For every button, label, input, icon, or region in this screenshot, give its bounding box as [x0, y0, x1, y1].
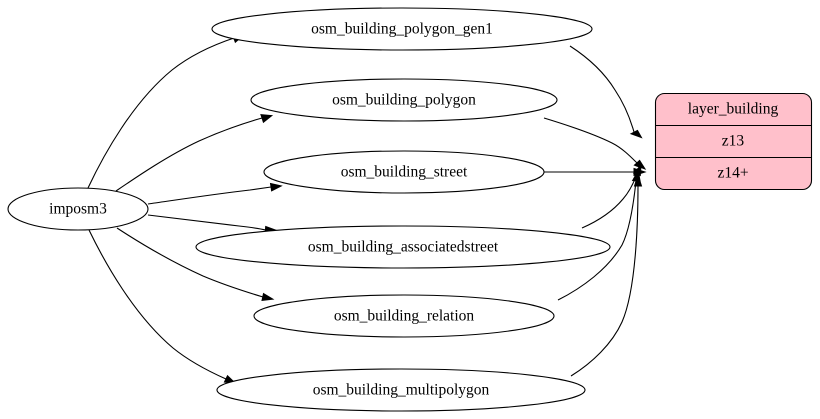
edge-imposm3-to-osm_building_polygon_gen1 — [87, 34, 245, 189]
node-osm_building_multipolygon-shape[interactable] — [216, 368, 586, 412]
node-osm_building_associatedstreet-label: osm_building_associatedstreet — [308, 239, 499, 256]
node-osm_building_polygon-shape[interactable] — [250, 78, 558, 122]
node-osm_building_polygon_gen1-label: osm_building_polygon_gen1 — [311, 21, 493, 38]
node-osm_building_street[interactable]: osm_building_street — [263, 150, 545, 194]
node-osm_building_relation-label: osm_building_relation — [334, 308, 475, 325]
node-osm_building_polygon_gen1[interactable]: osm_building_polygon_gen1 — [211, 7, 593, 51]
node-osm_building_associatedstreet-shape[interactable] — [195, 225, 611, 269]
node-layer_building-shape[interactable] — [654, 92, 813, 191]
edge-imposm3-to-osm_building_polygon — [115, 114, 274, 192]
edge-osm_building_multipolygon-to-zoom-z14plus — [570, 173, 643, 377]
edge-group-tables-to-layer — [539, 45, 647, 377]
edge-imposm3-to-osm_building_associatedstreet — [147, 214, 278, 235]
node-osm_building_polygon[interactable]: osm_building_polygon — [250, 78, 558, 122]
node-imposm3-shape[interactable] — [7, 187, 149, 231]
node-osm_building_associatedstreet[interactable]: osm_building_associatedstreet — [195, 225, 611, 269]
node-osm_building_relation[interactable]: osm_building_relation — [253, 294, 555, 338]
node-osm_building_relation-shape[interactable] — [253, 294, 555, 338]
edge-osm_building_street-to-zoom-z14plus — [539, 167, 647, 177]
edge-osm_building_polygon_gen1-to-zoom-z13 — [569, 45, 643, 139]
node-osm_building_multipolygon[interactable]: osm_building_multipolygon — [216, 368, 586, 412]
edge-imposm3-to-osm_building_street — [147, 182, 283, 205]
node-osm_building_polygon-label: osm_building_polygon — [332, 92, 476, 109]
edge-imposm3-to-osm_building_relation — [116, 227, 275, 301]
edge-osm_building_associatedstreet-to-zoom-z14plus — [581, 163, 642, 229]
node-osm_building_polygon_gen1-shape[interactable] — [211, 7, 593, 51]
zoom-z14plus-label: z14+ — [717, 165, 748, 182]
node-imposm3[interactable]: imposm3 — [7, 187, 149, 231]
node-layer_building[interactable]: layer_building z13 z14+ — [654, 92, 813, 191]
edge-osm_building_polygon-to-zoom-z14plus — [543, 117, 647, 170]
zoom-z13-label: z13 — [722, 133, 745, 150]
node-osm_building_street-shape[interactable] — [263, 150, 545, 194]
layer-name-label: layer_building — [688, 101, 779, 118]
node-imposm3-label: imposm3 — [49, 201, 107, 218]
node-osm_building_street-label: osm_building_street — [341, 164, 468, 181]
node-osm_building_multipolygon-label: osm_building_multipolygon — [313, 382, 490, 399]
